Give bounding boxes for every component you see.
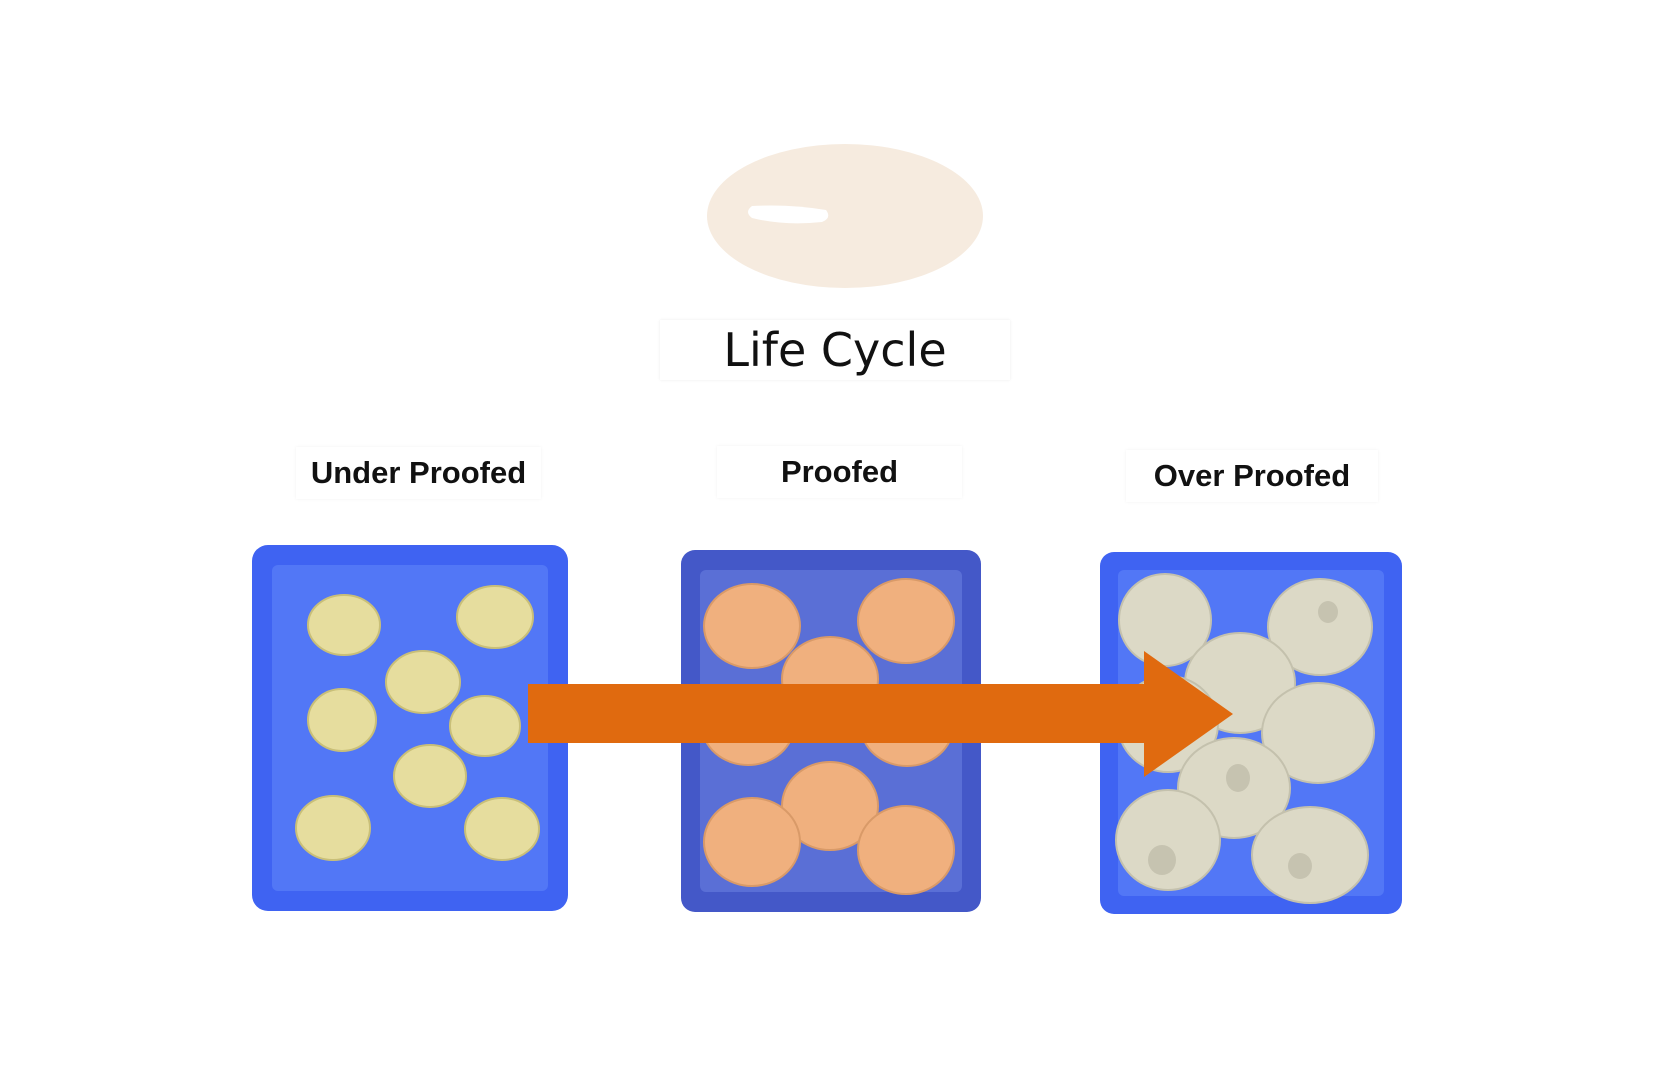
dough-blob-icon (707, 144, 983, 288)
stage-label-over-proofed: Over Proofed (1126, 450, 1378, 502)
tray-under-proofed (252, 545, 568, 911)
stage-label-proofed: Proofed (717, 446, 962, 498)
life-cycle-title: Life Cycle (660, 320, 1010, 380)
tray-over-proofed (1100, 552, 1402, 914)
progression-arrow-icon (528, 651, 1233, 777)
stage-label-under-proofed: Under Proofed (296, 447, 541, 499)
